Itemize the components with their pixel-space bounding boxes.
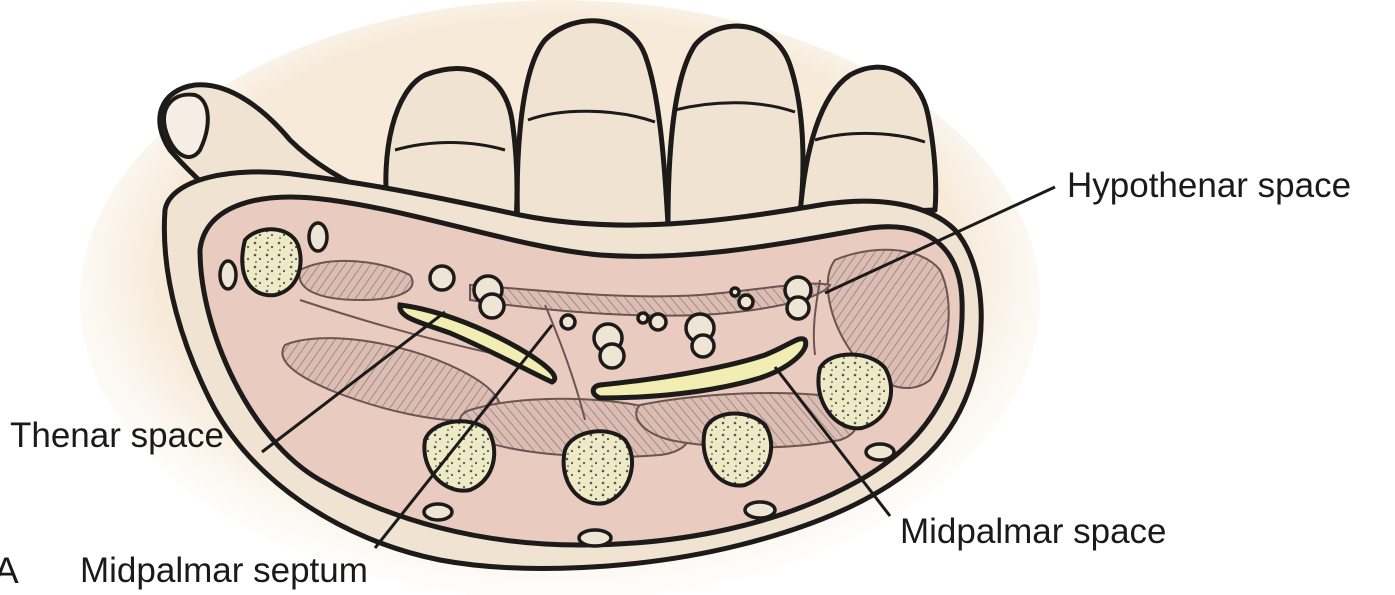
metacarpal-4 xyxy=(704,414,772,486)
midpalmar-septum-label: Midpalmar septum xyxy=(80,553,368,588)
middle-finger xyxy=(517,21,668,235)
panel-letter: A xyxy=(0,552,19,589)
thenar-space-label: Thenar space xyxy=(10,418,224,453)
midpalmar-space-label: Midpalmar space xyxy=(900,514,1167,549)
ring-finger xyxy=(668,26,803,225)
hypothenar-space-label: Hypothenar space xyxy=(1067,168,1351,203)
metacarpal-3 xyxy=(564,431,632,503)
thumb-bone xyxy=(242,229,300,295)
